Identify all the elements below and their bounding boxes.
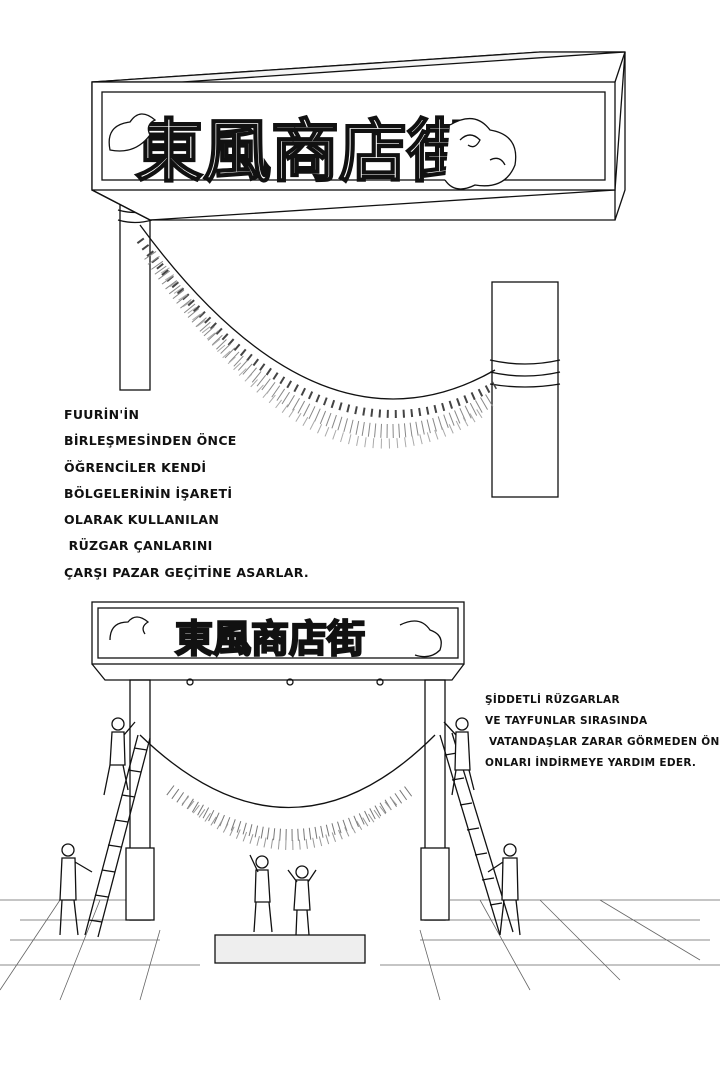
caption-line: VATANDAŞLAR ZARAR GÖRMEDEN ÖNCE [485,736,720,748]
caption-line: BÖLGELERİNİN İŞARETİ [64,485,233,501]
right-pillar [491,281,559,498]
caption-line: FUURİN'İN [64,407,140,422]
caption-line: RÜZGAR ÇANLARINI [64,538,213,554]
caption-line: ÇARŞI PAZAR GEÇİTİNE ASARLAR. [64,564,309,580]
people [59,717,521,936]
caption-line: BİRLEŞMESİNDEN ÖNCE [64,433,237,449]
caption-line: ŞİDDETLİ RÜZGARLAR [485,694,620,706]
top-sign-text: 東風商店街 [135,112,475,192]
caption-line: VE TAYFUNLAR SIRASINDA [485,715,648,727]
chime-garland [139,734,436,809]
ground-mat [214,934,366,964]
caption-line: ONLARI İNDİRMEYE YARDIM EDER. [485,757,697,769]
caption-line: OLARAK KULLANILAN [64,512,220,528]
top-gate-illustration: 東風商店街 [91,51,626,498]
chime-garland [139,224,496,400]
bottom-sign-text: 東風商店街 [175,616,365,661]
left-ladder [84,734,151,938]
bottom-sign-board [91,601,465,665]
top-sign-board [91,81,616,191]
caption-right: ŞİDDETLİ RÜZGARLAR VE TAYFUNLAR SIRASIND… [485,690,720,774]
caption-left: FUURİN'İN BİRLEŞMESİNDEN ÖNCE ÖĞRENCİLER… [64,402,309,586]
bottom-gate-illustration: 東風商店街 [0,601,720,1001]
caption-line: ÖĞRENCİLER KENDİ [64,459,207,475]
